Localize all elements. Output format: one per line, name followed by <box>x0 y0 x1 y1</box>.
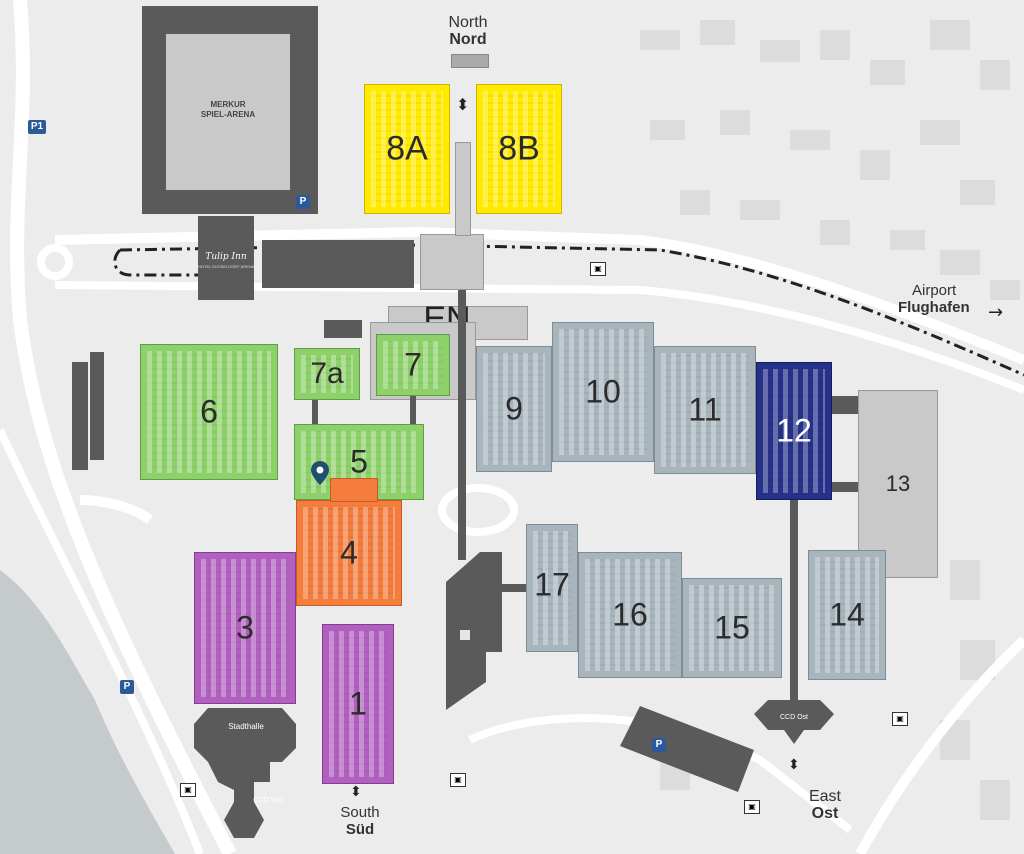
arena-label-line2: SPIEL-ARENA <box>200 110 256 119</box>
hall-9[interactable]: 9 <box>476 346 552 472</box>
parking-p1-badge[interactable]: P1 <box>28 120 46 134</box>
bus-icon[interactable]: ▣ <box>450 773 466 787</box>
water-area <box>0 570 175 854</box>
east-label-en: East <box>808 788 841 805</box>
arena-parking-badge[interactable]: P <box>296 195 310 209</box>
connector-17 <box>502 584 526 592</box>
hall-3-label: 3 <box>236 609 254 646</box>
roundabout <box>37 244 73 280</box>
connector-7a-5 <box>312 400 318 424</box>
hall-8b-label: 8B <box>498 129 540 168</box>
hotel-label: Tulip Inn <box>205 252 247 262</box>
ccd-ost-label: CCD Ost <box>780 714 808 721</box>
west-building-2 <box>90 352 104 460</box>
hall-13[interactable]: 13 <box>858 390 938 578</box>
main-road <box>54 226 1024 365</box>
highway-road <box>10 0 237 854</box>
hall-4[interactable]: 4 <box>296 500 402 606</box>
east-updown-icon: ⬍ <box>788 757 800 773</box>
hall-15[interactable]: 15 <box>682 578 782 678</box>
south-label-en: South <box>340 804 380 821</box>
central-walkway <box>458 290 466 560</box>
bus-icon[interactable]: ▣ <box>744 800 760 814</box>
connector-12-13 <box>832 396 860 414</box>
south-label-de: Süd <box>345 821 375 838</box>
north-walkway <box>455 142 471 236</box>
east-label-de: Ost <box>811 805 839 822</box>
hall-6[interactable]: 6 <box>140 344 278 480</box>
map-pin-icon[interactable] <box>310 460 330 486</box>
hall-16[interactable]: 16 <box>578 552 682 678</box>
hall-1[interactable]: 1 <box>322 624 394 784</box>
hall-7a-label: 7a <box>310 357 344 390</box>
hall-8a-label: 8A <box>386 129 428 168</box>
hall-13-label: 13 <box>885 471 911 496</box>
west-building-1 <box>72 362 88 470</box>
tram-line <box>119 243 1024 377</box>
ccd-ost-building[interactable] <box>754 700 834 744</box>
hall-8a[interactable]: 8A <box>364 84 450 214</box>
hall-6-label: 6 <box>200 393 218 430</box>
hall-4-label: 4 <box>340 534 358 571</box>
central-service-building[interactable] <box>446 552 506 712</box>
hall-15-label: 15 <box>714 609 750 646</box>
hall-14[interactable]: 14 <box>808 550 886 680</box>
west-parking-badge[interactable]: P <box>120 680 134 694</box>
airport-arrow-icon: → <box>988 302 1004 323</box>
hall-14-label: 14 <box>829 596 865 633</box>
hall-5-label: 5 <box>350 443 368 480</box>
airport-label-de: Flughafen <box>898 299 970 316</box>
airport-label-en: Airport <box>912 282 957 299</box>
hall-17-label: 17 <box>534 566 570 603</box>
arena-label: MERKUR SPIEL-ARENA <box>166 100 290 120</box>
connector-7-5 <box>410 396 416 424</box>
hotel-building[interactable] <box>198 216 254 300</box>
east-garage-parking-badge[interactable]: P <box>652 738 666 752</box>
bus-icon[interactable]: ▣ <box>590 262 606 276</box>
hall-8b[interactable]: 8B <box>476 84 562 214</box>
north-updown-icon: ⬍ <box>456 95 470 114</box>
east-walkway <box>790 500 798 710</box>
north-gate <box>451 54 489 68</box>
hall-9-label: 9 <box>505 390 523 427</box>
hall-4-annex <box>330 478 378 502</box>
hall-7[interactable]: 7 <box>376 334 450 396</box>
hotel-sublabel: HOTEL DÜSSELDORF ARENA <box>198 264 255 269</box>
hall-3[interactable]: 3 <box>194 552 296 704</box>
hall-17[interactable]: 17 <box>526 524 578 652</box>
bus-icon[interactable]: ▣ <box>892 712 908 726</box>
hall-11[interactable]: 11 <box>654 346 756 474</box>
residential-blocks <box>640 20 1020 820</box>
arena-label-line1: MERKUR <box>210 100 246 109</box>
north-label-en: North <box>448 14 488 31</box>
hall-7-label: 7 <box>404 346 422 383</box>
stadthalle-label: Stadthalle <box>228 722 264 731</box>
hall-12[interactable]: 12 <box>756 362 832 500</box>
hall-10-label: 10 <box>585 373 621 410</box>
ccd-sud-label: CCD Süd <box>253 797 283 804</box>
oval-track <box>438 484 518 536</box>
north-label-de: Nord <box>449 31 487 48</box>
hall-11-label: 11 <box>688 391 722 428</box>
hall-10[interactable]: 10 <box>552 322 654 462</box>
parking-garage-north <box>262 240 414 288</box>
parking-garage-east[interactable] <box>620 706 760 796</box>
small-building <box>324 320 362 338</box>
bus-icon[interactable]: ▣ <box>180 783 196 797</box>
hall-7a[interactable]: 7a <box>294 348 360 400</box>
hall-16-label: 16 <box>612 596 648 633</box>
stadthalle-building[interactable] <box>194 702 324 852</box>
arena-inner[interactable] <box>166 34 290 190</box>
south-updown-icon: ⬍ <box>350 784 362 800</box>
connector-12-13-b <box>832 482 860 492</box>
hall-1-label: 1 <box>349 685 367 722</box>
hall-12-label: 12 <box>776 412 812 449</box>
north-entrance-building[interactable] <box>420 234 484 290</box>
